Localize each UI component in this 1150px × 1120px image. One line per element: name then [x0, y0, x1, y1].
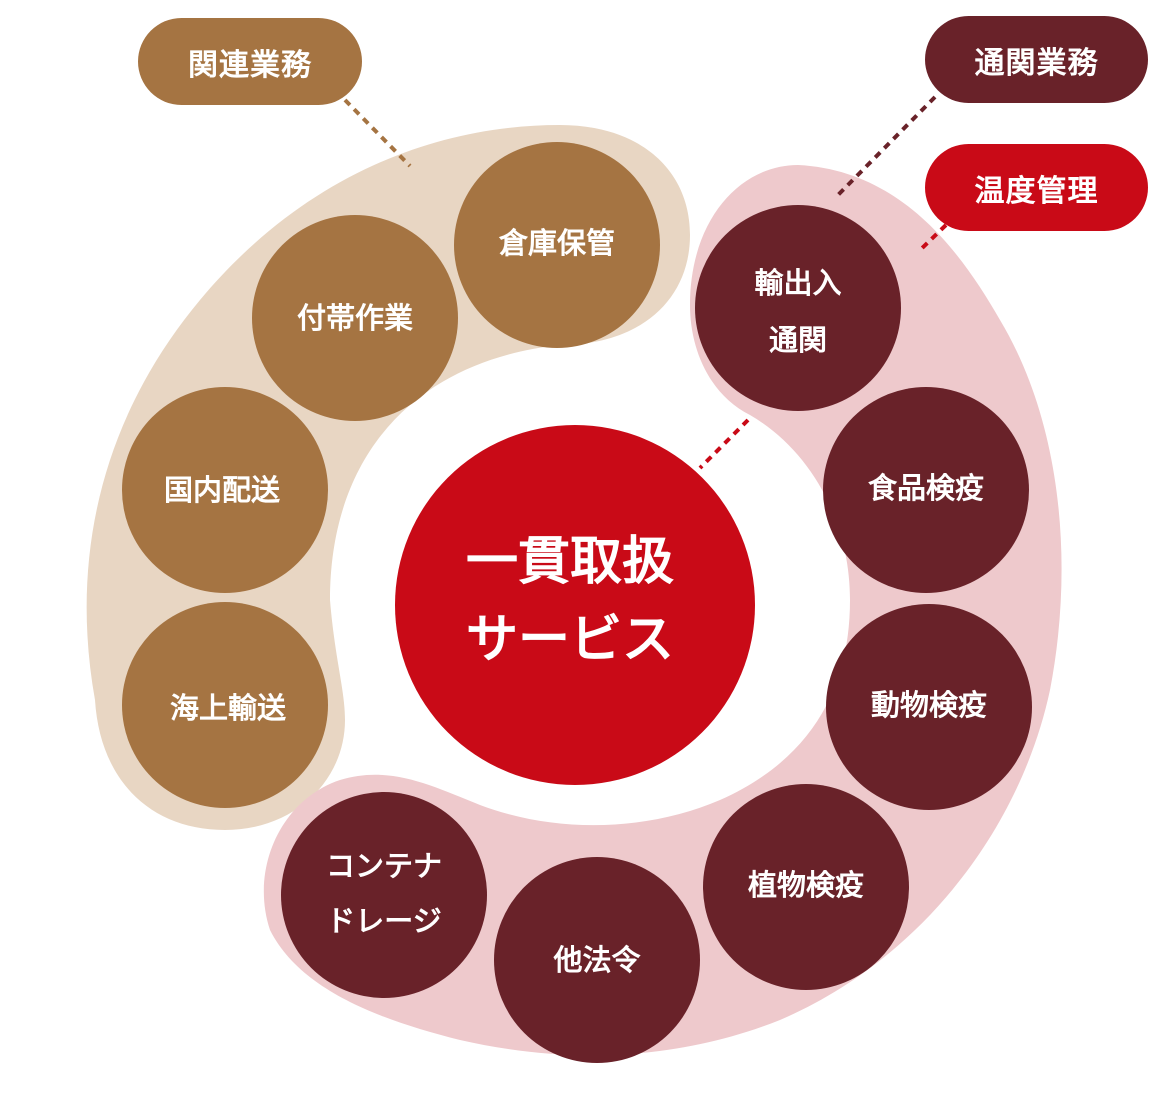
svg-text:食品検疫: 食品検疫: [868, 471, 984, 505]
svg-text:ドレージ: ドレージ: [326, 904, 441, 938]
svg-text:通関: 通関: [769, 323, 827, 357]
center-line-1: 一貫取扱: [466, 532, 674, 592]
related-node-warehouse: 倉庫保管: [454, 142, 660, 348]
related-connector-line: [343, 98, 412, 168]
customs-node-food-quarantine: 食品検疫: [823, 387, 1029, 593]
center-line-2: サービス: [466, 610, 674, 670]
related-services-pill: 関連業務: [138, 18, 362, 105]
related-node-domestic-delivery: 国内配送: [122, 387, 328, 593]
related-services-label: 関連業務: [188, 47, 312, 83]
svg-text:植物検疫: 植物検疫: [748, 868, 864, 902]
svg-text:国内配送: 国内配送: [164, 473, 280, 507]
customs-node-other-laws: 他法令: [494, 857, 700, 1063]
temperature-connector-line: [916, 223, 948, 254]
temperature-control-pill: 温度管理: [925, 144, 1148, 231]
svg-text:他法令: 他法令: [552, 943, 641, 977]
center-connector-line: [698, 418, 750, 470]
customs-connector-line: [836, 95, 937, 197]
customs-node-import-export: 輸出入 通関: [695, 205, 901, 411]
svg-text:倉庫保管: 倉庫保管: [498, 226, 615, 260]
related-node-sea-transport: 海上輸送: [122, 602, 328, 808]
svg-text:動物検疫: 動物検疫: [871, 688, 987, 722]
customs-services-label: 通関業務: [974, 45, 1099, 81]
customs-node-container-drayage: コンテナ ドレージ: [281, 792, 487, 998]
temperature-control-label: 温度管理: [974, 173, 1099, 209]
center-node: 一貫取扱 サービス: [395, 425, 755, 785]
svg-text:コンテナ: コンテナ: [326, 849, 442, 883]
customs-node-plant-quarantine: 植物検疫: [703, 784, 909, 990]
svg-text:輸出入: 輸出入: [754, 266, 841, 300]
svg-text:付帯作業: 付帯作業: [297, 301, 413, 335]
svg-text:海上輸送: 海上輸送: [170, 691, 286, 725]
customs-services-pill: 通関業務: [925, 16, 1148, 103]
customs-node-animal-quarantine: 動物検疫: [826, 604, 1032, 810]
related-node-ancillary: 付帯作業: [252, 215, 458, 421]
